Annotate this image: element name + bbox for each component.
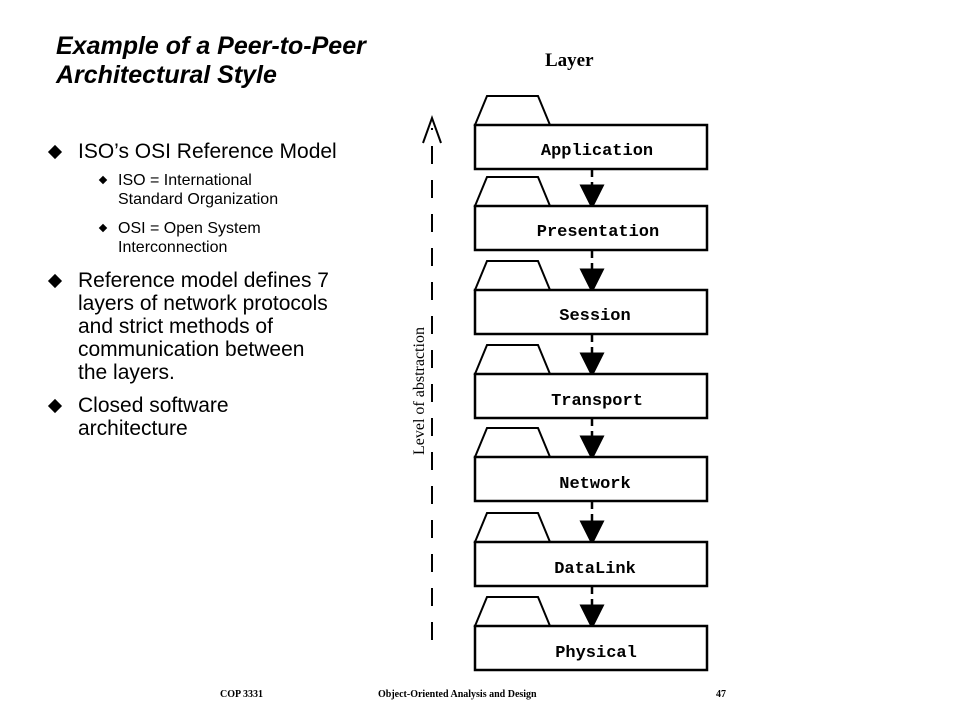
bullet-line: Reference model defines 7	[78, 269, 329, 292]
footer-course: COP 3331	[220, 689, 264, 700]
bullet-item-reference-model: Reference model defines 7 layers of netw…	[47, 269, 388, 384]
layer-tab	[473, 512, 552, 543]
layer-label: Network	[559, 475, 630, 494]
bullet-line: the layers.	[78, 361, 175, 384]
layer-label: Physical	[555, 644, 637, 663]
slide-title-line-1: Example of a Peer-to-Peer	[56, 32, 366, 60]
bullet-line: Closed software	[78, 394, 229, 417]
bullet-line: layers of network protocols	[78, 292, 328, 315]
bullet-item-osi: ISO’s OSI Reference Model	[47, 140, 388, 163]
footer-page-number: 47	[716, 689, 726, 700]
layer-tab	[473, 95, 552, 126]
layer-heading: Layer	[545, 50, 594, 71]
layer-label: DataLink	[554, 560, 636, 579]
layer-box	[473, 288, 709, 336]
layer-label: Transport	[551, 392, 643, 411]
layer-box	[473, 455, 709, 503]
layer-tab	[473, 260, 552, 291]
bullet-item-closed-architecture: Closed software architecture	[47, 394, 388, 440]
layer-network: Network	[473, 427, 709, 503]
layer-tab	[473, 427, 552, 458]
layer-box	[473, 372, 709, 420]
abstraction-arrow-icon	[422, 115, 442, 144]
layer-session: Session	[473, 260, 709, 336]
sub-bullet-line: ISO = International	[118, 172, 252, 189]
layer-tab	[473, 596, 552, 627]
sub-bullet-item-osi: OSI = Open System Interconnection	[48, 219, 388, 257]
bullet-line: architecture	[78, 417, 188, 440]
bullet-line: and strict methods of	[78, 315, 273, 338]
sub-bullet-line: Standard Organization	[118, 191, 279, 208]
layer-transport: Transport	[473, 344, 709, 420]
layer-box	[473, 540, 709, 588]
bullet-line: communication between	[78, 338, 305, 361]
layer-datalink: DataLink	[473, 512, 709, 588]
layer-application: Application	[473, 95, 709, 171]
abstraction-axis-label: Level of abstraction	[411, 327, 428, 455]
bullet-text: ISO’s OSI Reference Model	[78, 140, 337, 163]
sub-bullet-line: OSI = Open System	[118, 220, 261, 237]
layer-label: Session	[559, 307, 630, 326]
layer-label: Presentation	[537, 223, 659, 242]
layer-tab	[473, 176, 552, 207]
layer-box	[473, 204, 709, 252]
layer-box	[473, 123, 709, 171]
layer-label: Application	[541, 142, 653, 161]
bullet-list: ISO’s OSI Reference Model ISO = Internat…	[47, 140, 388, 450]
sub-bullet-line: Interconnection	[118, 239, 228, 256]
footer-subject: Object-Oriented Analysis and Design	[378, 689, 537, 700]
sub-bullet-item-iso: ISO = International Standard Organizatio…	[48, 171, 388, 209]
layer-presentation: Presentation	[473, 176, 709, 252]
layer-tab	[473, 344, 552, 375]
slide-title: Example of a Peer-to-Peer Architectural …	[56, 32, 366, 90]
slide-title-line-2: Architectural Style	[56, 61, 277, 89]
layer-physical: Physical	[473, 596, 709, 672]
layer-box	[473, 624, 709, 672]
